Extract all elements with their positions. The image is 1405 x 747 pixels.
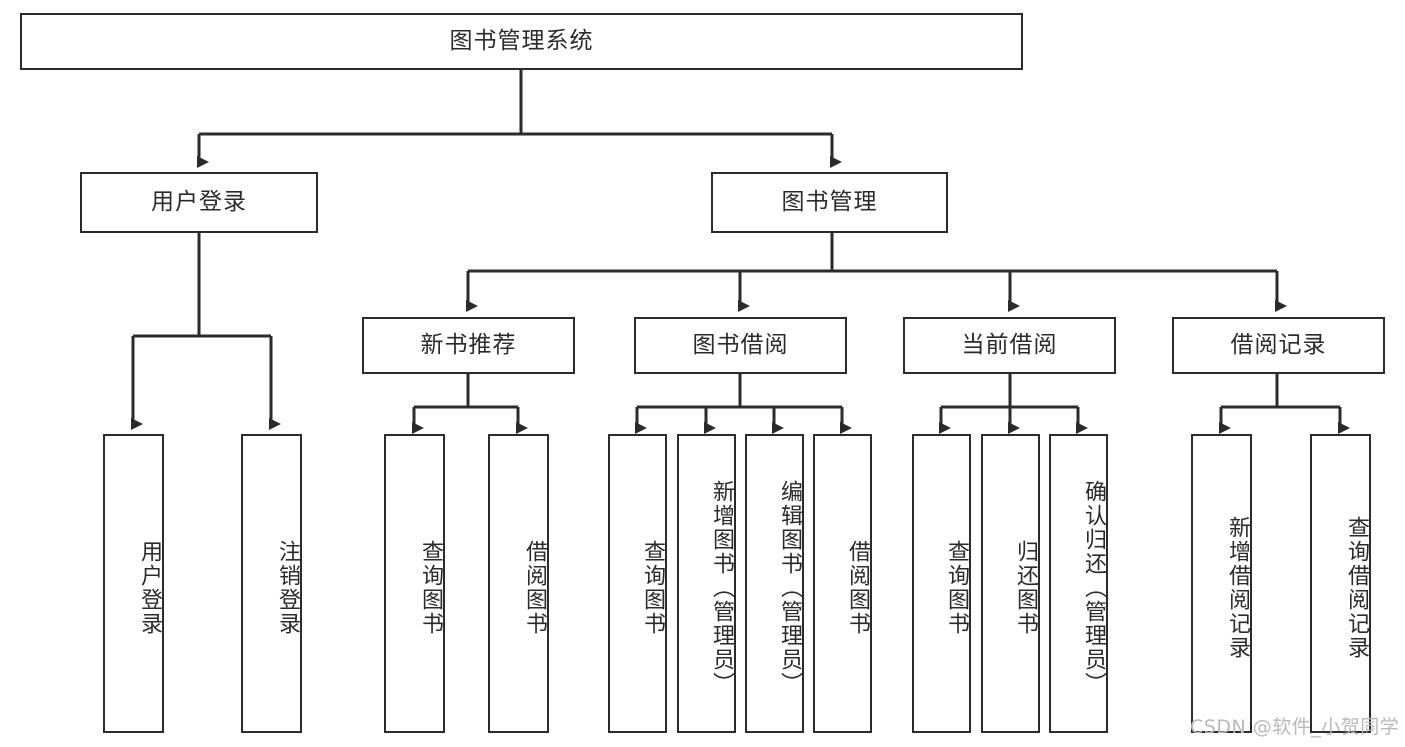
node-user-login-label: 用户登录 [151, 188, 247, 215]
leaf-query-book-1[interactable]: 查询图书 [384, 434, 445, 733]
node-root[interactable]: 图书管理系统 [20, 13, 1023, 70]
leaf-borrow-book-2[interactable]: 借阅图书 [813, 434, 872, 733]
leaf-add-book[interactable]: 新增图书（管理员） [677, 434, 736, 733]
leaf-borrow-book-2-label: 借阅图书 [845, 539, 870, 636]
leaf-query-book-2-label: 查询图书 [640, 539, 665, 636]
node-borrow-record-label: 借阅记录 [1230, 331, 1327, 358]
leaf-add-book-label: 新增图书（管理员） [709, 479, 734, 696]
node-book-manage[interactable]: 图书管理 [711, 172, 948, 233]
node-current-borrow[interactable]: 当前借阅 [903, 317, 1116, 374]
node-new-book-recommend-label: 新书推荐 [420, 331, 517, 358]
leaf-add-record[interactable]: 新增借阅记录 [1191, 434, 1252, 733]
node-current-borrow-label: 当前借阅 [961, 331, 1058, 358]
node-book-borrow-label: 图书借阅 [692, 331, 789, 358]
leaf-add-record-label: 新增借阅记录 [1225, 515, 1250, 660]
leaf-edit-book-label: 编辑图书（管理员） [777, 479, 802, 696]
leaf-confirm-return[interactable]: 确认归还（管理员） [1049, 434, 1108, 733]
leaf-edit-book[interactable]: 编辑图书（管理员） [745, 434, 804, 733]
leaf-logout-login[interactable]: 注销登录 [241, 434, 302, 733]
leaf-query-book-3[interactable]: 查询图书 [912, 434, 971, 733]
leaf-confirm-return-label: 确认归还（管理员） [1081, 479, 1106, 696]
node-new-book-recommend[interactable]: 新书推荐 [362, 317, 575, 374]
leaf-borrow-book-1[interactable]: 借阅图书 [488, 434, 549, 733]
leaf-query-book-2[interactable]: 查询图书 [608, 434, 667, 733]
leaf-logout-login-label: 注销登录 [275, 539, 300, 636]
leaf-return-book[interactable]: 归还图书 [981, 434, 1040, 733]
leaf-borrow-book-1-label: 借阅图书 [522, 539, 547, 636]
leaf-query-book-3-label: 查询图书 [944, 539, 969, 636]
node-borrow-record[interactable]: 借阅记录 [1172, 317, 1385, 374]
leaf-user-login-label: 用户登录 [137, 539, 162, 636]
node-book-borrow[interactable]: 图书借阅 [634, 317, 847, 374]
leaf-return-book-label: 归还图书 [1013, 539, 1038, 636]
leaf-query-record[interactable]: 查询借阅记录 [1310, 434, 1371, 733]
leaf-user-login[interactable]: 用户登录 [103, 434, 164, 733]
node-book-manage-label: 图书管理 [781, 188, 878, 215]
node-root-label: 图书管理系统 [449, 27, 594, 54]
leaf-query-book-1-label: 查询图书 [418, 539, 443, 636]
csdn-watermark: CSDN @软件_小贺同学 [1190, 716, 1400, 738]
leaf-query-record-label: 查询借阅记录 [1344, 515, 1369, 660]
node-user-login[interactable]: 用户登录 [80, 172, 318, 233]
